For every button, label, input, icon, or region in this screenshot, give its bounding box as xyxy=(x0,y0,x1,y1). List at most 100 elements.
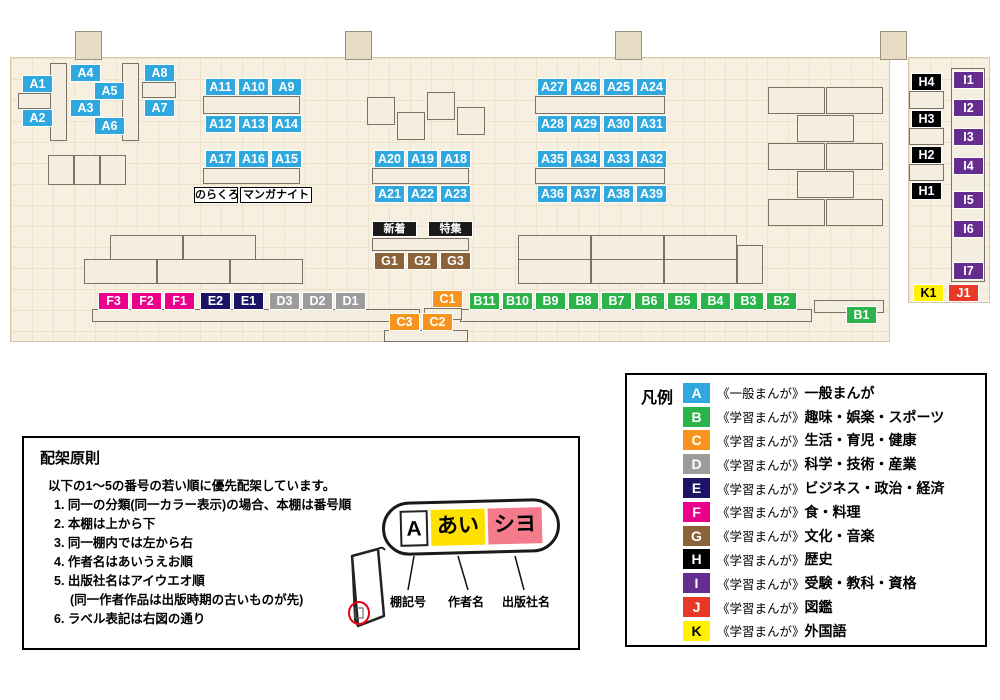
principles-rule-4: 4. 作者名はあいうえお順 xyxy=(54,555,193,569)
shelf-label-b2: B2 xyxy=(766,292,797,310)
legend-item-d: D《学習まんが》科学・技術・産業 xyxy=(683,452,945,476)
shelf-label-b4: B4 xyxy=(700,292,731,310)
shelf-label-a1: A1 xyxy=(22,75,53,93)
legend-color-swatch-b: B xyxy=(683,406,710,427)
shelf-label-a11: A11 xyxy=(205,78,236,96)
shelf-block xyxy=(100,155,126,185)
shelf-label-a34: A34 xyxy=(570,150,601,168)
pillar xyxy=(345,31,372,60)
legend-category-label: 受験・教科・資格 xyxy=(804,575,917,592)
shelf-label-b7: B7 xyxy=(601,292,632,310)
pillar xyxy=(75,31,102,60)
principles-rule-3: 3. 同一棚内では左から右 xyxy=(54,536,193,550)
shelf-label-a4: A4 xyxy=(70,64,101,82)
shelf-label-a2: A2 xyxy=(22,109,53,127)
label-publisher-name: シヨ xyxy=(487,507,543,545)
shelf-label-a39: A39 xyxy=(636,185,667,203)
legend-category-label: ビジネス・政治・経済 xyxy=(804,480,945,497)
shelf-label-a13: A13 xyxy=(238,115,269,133)
shelf-label-c1: C1 xyxy=(432,290,463,308)
principles-intro: 以下の1〜5の番号の若い順に優先配架しています。 xyxy=(48,479,336,493)
label-author-name: あい xyxy=(430,508,486,547)
shelf-label-a15: A15 xyxy=(271,150,302,168)
legend-series-label: 《学習まんが》 xyxy=(717,530,805,545)
label-example: A あい シヨ xyxy=(381,497,561,557)
shelf-label-d1: D1 xyxy=(335,292,366,310)
legend-item-k: K《学習まんが》外国語 xyxy=(683,619,945,643)
shelf-label-h4: H4 xyxy=(911,73,942,91)
shelf-block xyxy=(84,259,157,284)
legend-color-swatch-k: K xyxy=(683,620,710,641)
shelf-label-g1: G1 xyxy=(374,252,405,270)
pillar xyxy=(880,31,907,60)
shelf-block xyxy=(768,87,825,114)
principles-rule-6: (同一作者作品は出版時期の古いものが先) xyxy=(70,593,304,607)
shelf-label-a8: A8 xyxy=(144,64,175,82)
principles-rule-1: 1. 同一の分類(同一カラー表示)の場合、本棚は番号順 xyxy=(54,498,352,512)
shelf-label-a5: A5 xyxy=(94,82,125,100)
principles-title: 配架原則 xyxy=(40,450,101,467)
shelf-block xyxy=(157,259,230,284)
sign-new-arrivals: 新着 xyxy=(372,221,417,237)
legend-item-j: J《学習まんが》図鑑 xyxy=(683,595,945,619)
shelf-label-i6: I6 xyxy=(953,220,984,238)
shelf-label-a26: A26 xyxy=(570,78,601,96)
shelf-block xyxy=(518,259,591,284)
shelf-block xyxy=(664,259,737,284)
shelf-label-a21: A21 xyxy=(374,185,405,203)
shelf-label-a36: A36 xyxy=(537,185,568,203)
shelf-block xyxy=(797,171,854,198)
pillar xyxy=(615,31,642,60)
shelf-label-a25: A25 xyxy=(603,78,634,96)
legend-category-label: 一般まんが xyxy=(804,384,875,401)
shelf-block xyxy=(397,112,425,140)
legend-color-swatch-i: I xyxy=(683,573,710,594)
shelf-block xyxy=(535,168,665,184)
legend-series-label: 《学習まんが》 xyxy=(717,458,805,473)
shelf-label-j1: J1 xyxy=(948,284,979,302)
legend-title: 凡例 xyxy=(641,390,674,407)
principles-rule-2: 2. 本棚は上から下 xyxy=(54,517,156,531)
shelf-label-i4: I4 xyxy=(953,157,984,175)
shelf-block xyxy=(367,97,395,125)
shelf-label-b1: B1 xyxy=(846,306,877,324)
legend-series-label: 《学習まんが》 xyxy=(717,577,805,592)
shelf-label-i3: I3 xyxy=(953,128,984,146)
shelf-block xyxy=(591,259,664,284)
shelf-label-b10: B10 xyxy=(502,292,533,310)
shelf-label-a33: A33 xyxy=(603,150,634,168)
sign-manga-night: マンガナイト xyxy=(240,187,312,203)
principles-rule-7: 6. ラベル表記は右図の通り xyxy=(54,612,206,626)
shelf-block xyxy=(74,155,100,185)
legend-color-swatch-c: C xyxy=(683,430,710,451)
legend-color-swatch-j: J xyxy=(683,597,710,618)
shelf-block xyxy=(122,63,139,141)
shelf-block xyxy=(909,128,944,145)
shelf-block xyxy=(142,82,176,98)
shelf-label-f3: F3 xyxy=(98,292,129,310)
shelf-label-a17: A17 xyxy=(205,150,236,168)
legend-category-label: 歴史 xyxy=(804,551,833,568)
legend-color-swatch-e: E xyxy=(683,478,710,499)
shelf-label-a22: A22 xyxy=(407,185,438,203)
principles-panel: 配架原則 以下の1〜5の番号の若い順に優先配架しています。 1. 同一の分類(同… xyxy=(22,436,580,650)
shelf-label-a24: A24 xyxy=(636,78,667,96)
legend-category-label: 科学・技術・産業 xyxy=(804,456,917,473)
principles-rule-5: 5. 出版社名はアイウエオ順 xyxy=(54,574,205,588)
shelf-block xyxy=(909,164,944,181)
legend-series-label: 《学習まんが》 xyxy=(717,625,805,640)
shelf-label-b5: B5 xyxy=(667,292,698,310)
legend-series-label: 《一般まんが》 xyxy=(717,387,805,402)
shelf-label-h3: H3 xyxy=(911,110,942,128)
shelf-label-k1: K1 xyxy=(913,284,944,302)
legend-category-label: 生活・育児・健康 xyxy=(804,432,917,449)
shelf-label-h2: H2 xyxy=(911,146,942,164)
shelf-label-a12: A12 xyxy=(205,115,236,133)
shelf-block xyxy=(457,107,485,135)
legend-color-swatch-a: A xyxy=(683,382,710,403)
caption-author-name: 作者名 xyxy=(448,595,485,609)
shelf-label-f1: F1 xyxy=(164,292,195,310)
caption-shelf-code: 棚記号 xyxy=(390,595,427,609)
shelf-block xyxy=(203,96,300,114)
